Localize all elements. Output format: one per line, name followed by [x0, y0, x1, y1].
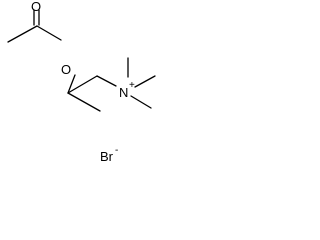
bond-nitrogen-to-methyl-right — [134, 75, 156, 88]
carbonyl-oxygen-label: O — [31, 0, 41, 14]
bromide-label: Br — [100, 149, 114, 164]
nitrogen-label: N — [119, 85, 128, 100]
bond-ester-oxygen-to-ch — [67, 74, 76, 94]
bromide-charge-label: - — [115, 145, 118, 156]
bond-nitrogen-to-methyl-bottom — [130, 95, 152, 109]
chemical-structure: O O N + Br - — [7, 0, 156, 164]
bond-methyl-to-carbonyl — [7, 25, 38, 43]
bond-carbonyl-to-ester-oxygen — [36, 25, 62, 41]
ester-oxygen-label: O — [61, 62, 71, 77]
bond-ch2-to-nitrogen — [96, 75, 117, 87]
bond-ch-to-methyl — [67, 92, 101, 112]
bond-ch-to-ch2 — [67, 75, 98, 94]
nitrogen-charge-label: + — [129, 80, 135, 91]
